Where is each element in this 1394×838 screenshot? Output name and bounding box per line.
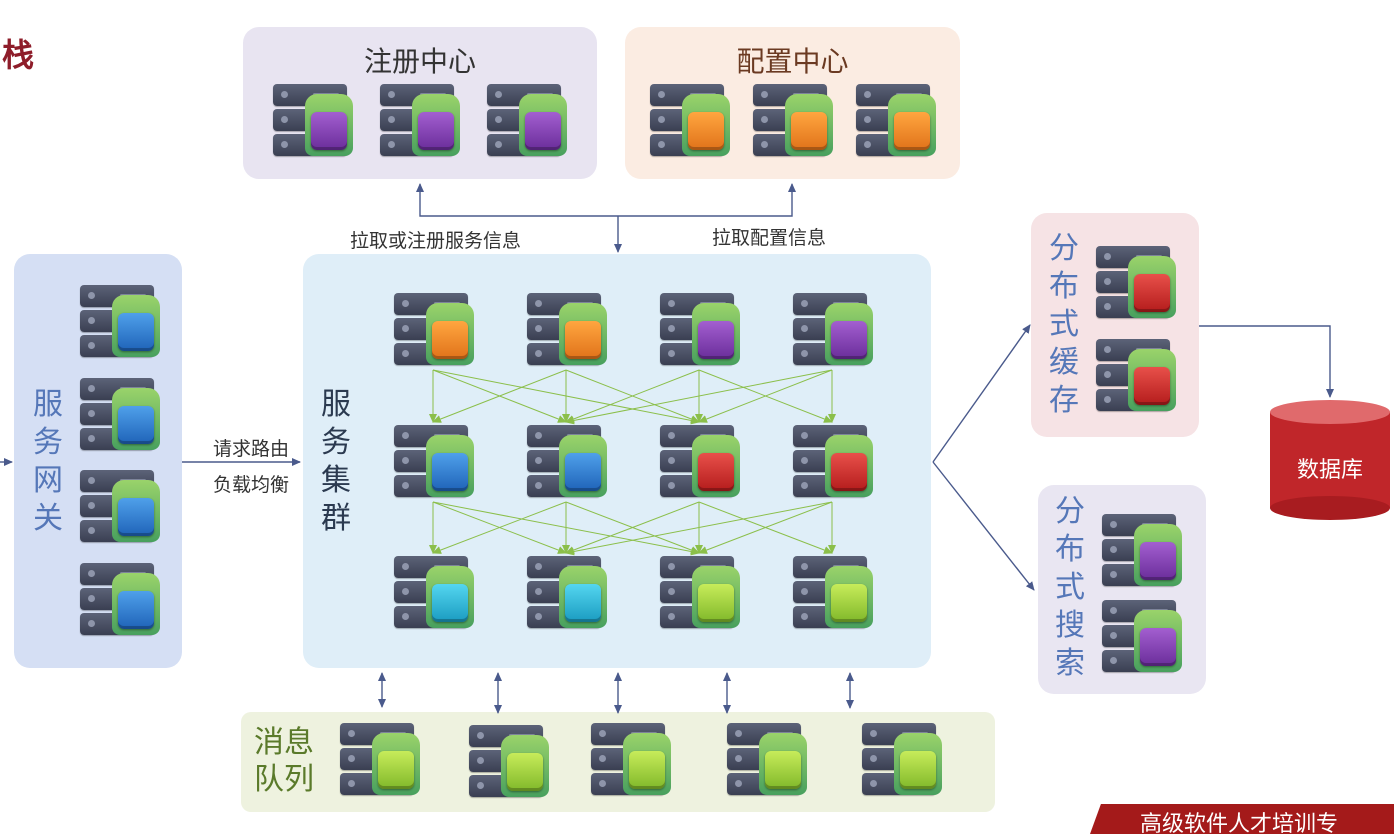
brand-banner-text: 高级软件人才培训专	[1140, 812, 1339, 837]
arrow-to-config	[618, 183, 796, 217]
cluster-server-icon	[660, 556, 740, 632]
registry-server-icon	[273, 84, 353, 160]
cluster-server-icon	[793, 556, 873, 632]
label-pull-register: 拉取或注册服务信息	[350, 230, 522, 252]
label-load-balance: 负载均衡	[213, 474, 290, 496]
cluster-server-icon	[660, 293, 740, 369]
registry-server-icon	[380, 84, 460, 160]
arrow-cache-to-db	[1199, 325, 1334, 398]
cluster-mesh-edge	[698, 369, 833, 423]
distributed-search-title: 分布式搜索	[1055, 494, 1085, 681]
cluster-server-icon	[394, 556, 474, 632]
cluster-server-icon	[527, 425, 607, 501]
cluster-mesh-edge	[565, 501, 700, 554]
mq-server-icon	[469, 725, 549, 801]
cluster-server-icon	[394, 293, 474, 369]
label-request-routing: 请求路由	[213, 438, 290, 460]
gateway-title: 服务网关	[33, 387, 63, 536]
cluster-mesh-edge	[698, 501, 833, 554]
mq-server-icon	[727, 723, 807, 799]
cluster-server-icon	[793, 293, 873, 369]
database-cylinder-icon	[1270, 400, 1390, 520]
cluster-server-icon	[793, 425, 873, 501]
cluster-server-icon	[527, 293, 607, 369]
cluster-server-icon	[394, 425, 474, 501]
mq-server-icon	[340, 723, 420, 799]
registry-center-title: 注册中心	[363, 45, 476, 78]
config-center-title: 配置中心	[736, 45, 849, 78]
cluster-mesh-edges	[429, 369, 836, 556]
service-cluster-title: 服务集群	[321, 387, 351, 536]
config-server-icon	[650, 84, 730, 160]
cluster-mesh-edge	[565, 369, 700, 423]
mq-server-icon	[862, 723, 942, 799]
search-server-icon	[1102, 514, 1182, 590]
cluster-server-icon	[527, 556, 607, 632]
database-label: 数据库	[1296, 458, 1363, 483]
cluster-server-icon	[660, 425, 740, 501]
arrow-to-registry	[416, 183, 618, 217]
gateway-server-icon	[80, 378, 160, 454]
corner-title-char: 栈	[2, 36, 35, 74]
gateway-server-icon	[80, 470, 160, 546]
cache-server-icon	[1096, 246, 1176, 322]
gateway-server-icon	[80, 285, 160, 361]
registry-server-icon	[487, 84, 567, 160]
arrow-to-search	[932, 461, 1035, 591]
gateway-server-icon	[80, 563, 160, 639]
cache-server-icon	[1096, 339, 1176, 415]
cluster-mesh-edge	[432, 501, 567, 554]
cluster-mesh-edge	[565, 501, 833, 556]
cluster-mesh-edge	[432, 369, 567, 423]
arrow-to-cache	[932, 324, 1031, 463]
label-pull-config: 拉取配置信息	[712, 227, 827, 249]
distributed-cache-title: 分布式缓存	[1049, 231, 1079, 418]
config-server-icon	[856, 84, 936, 160]
message-queue-title: 消息队列	[254, 725, 314, 797]
mq-server-icon	[591, 723, 671, 799]
search-server-icon	[1102, 600, 1182, 676]
config-server-icon	[753, 84, 833, 160]
cluster-mesh-edge	[565, 369, 833, 425]
